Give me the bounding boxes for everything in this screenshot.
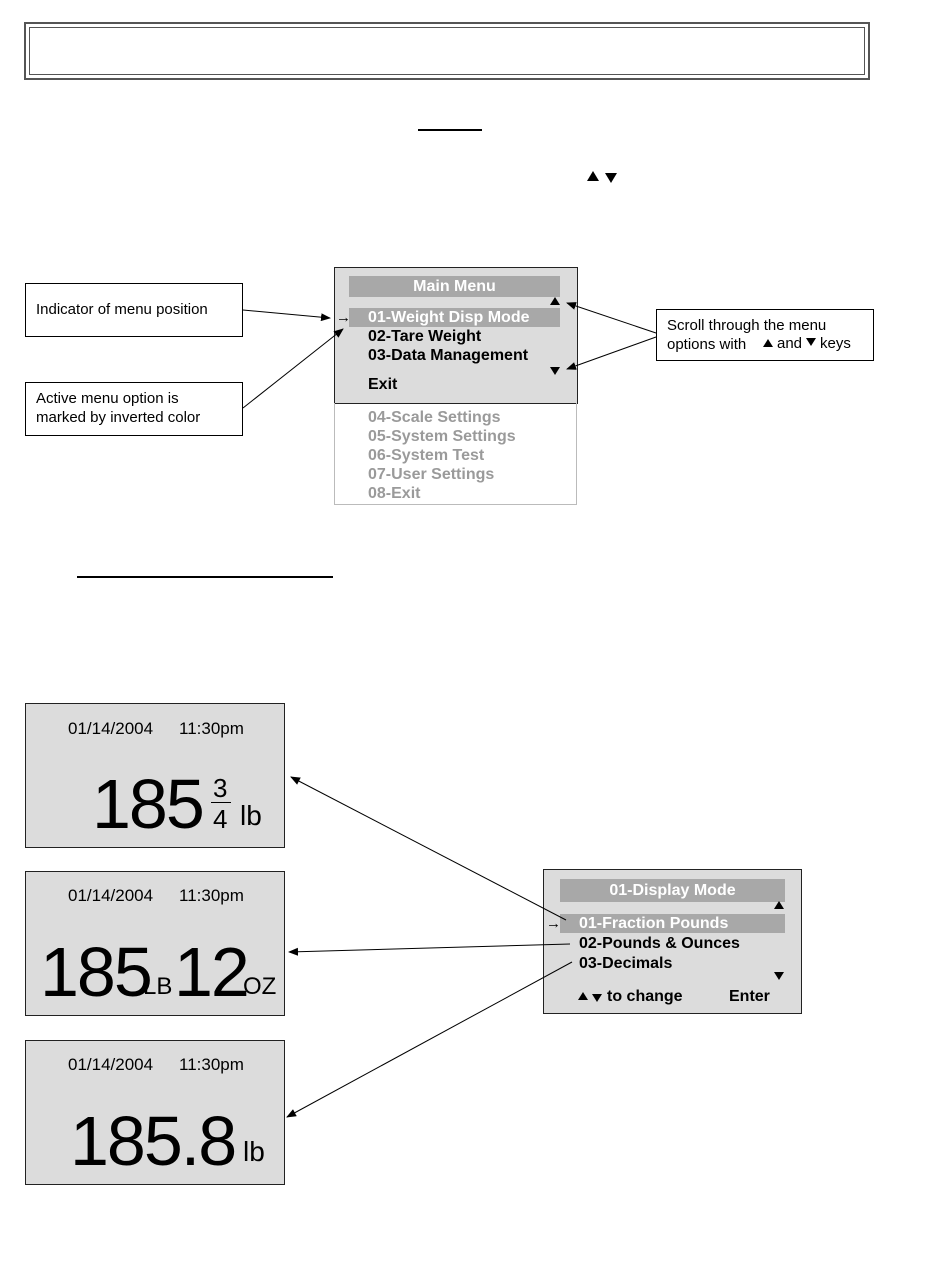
fraction-numerator: 3 — [213, 773, 228, 803]
display-date: 01/14/2004 — [68, 886, 154, 905]
down-triangle-icon — [592, 994, 602, 1002]
change-hint: to change — [607, 988, 683, 1005]
down-triangle-icon — [605, 173, 617, 183]
display-mode-selected[interactable]: 01-Fraction Pounds — [560, 914, 785, 933]
right-arrow-icon: → — [336, 309, 351, 326]
callout-scroll-and: and — [777, 335, 803, 352]
display-time: 11:30pm — [179, 886, 244, 905]
arrow-pounds-ounces — [288, 943, 571, 956]
header-frame-inner — [29, 27, 865, 75]
display-mode-item[interactable]: 02-Pounds & Ounces — [579, 935, 740, 952]
up-triangle-icon — [578, 992, 588, 1000]
hidden-menu-item: 04-Scale Settings — [368, 409, 501, 426]
weight-pounds: 185 — [40, 933, 153, 1011]
scroll-up-icon[interactable] — [550, 297, 560, 305]
weight-ounces: 12 — [174, 933, 250, 1011]
weight-decimal: 185.8 — [70, 1102, 237, 1180]
hidden-menu-item: 05-System Settings — [368, 428, 516, 445]
callout-active-text: Active menu option is marked by inverted… — [36, 390, 201, 426]
main-menu-title: Main Menu — [349, 276, 560, 297]
arrow-scroll-down — [566, 336, 657, 370]
callout-scroll-text: Scroll through the menu options with — [667, 317, 827, 353]
callout-indicator-text: Indicator of menu position — [36, 301, 208, 318]
hidden-menu-item: 08-Exit — [368, 485, 421, 502]
callout-scroll-keys: keys — [820, 335, 851, 352]
enter-button[interactable]: Enter — [729, 988, 770, 1005]
ounces-unit: OZ — [243, 973, 277, 1000]
display-time: 11:30pm — [179, 719, 244, 738]
main-menu-item[interactable]: 03-Data Management — [368, 347, 529, 364]
display-date: 01/14/2004 — [68, 719, 154, 738]
display-date: 01/14/2004 — [68, 1055, 154, 1074]
display-time: 11:30pm — [179, 1055, 244, 1074]
callout-scroll-line1: Scroll through the menu options with — [667, 316, 863, 354]
arrow-decimal — [286, 961, 573, 1118]
scroll-up-icon[interactable] — [774, 901, 784, 909]
main-menu-item[interactable]: 02-Tare Weight — [368, 328, 482, 345]
pounds-unit: LB — [143, 973, 173, 1000]
fraction-denominator: 4 — [213, 804, 228, 834]
callout-scroll: Scroll through the menu options with — [656, 309, 874, 361]
main-menu-exit[interactable]: Exit — [368, 376, 398, 393]
display-mode-item[interactable]: 03-Decimals — [579, 955, 673, 972]
weight-unit: lb — [240, 800, 262, 831]
scroll-down-icon[interactable] — [774, 972, 784, 980]
arrow-fraction — [290, 776, 567, 921]
main-menu-selected-item[interactable]: 01-Weight Disp Mode — [349, 308, 560, 327]
main-menu-hidden-area — [334, 403, 577, 505]
scroll-down-icon[interactable] — [550, 367, 560, 375]
arrow-indicator — [242, 309, 331, 322]
display-decimal — [25, 1040, 285, 1185]
title-underline — [418, 129, 482, 131]
callout-active-option: Active menu option is marked by inverted… — [25, 382, 243, 436]
up-triangle-icon — [763, 339, 773, 347]
weight-whole: 185 — [92, 765, 205, 843]
fraction-bar — [211, 802, 231, 803]
arrow-active-option — [242, 328, 344, 409]
section-underline — [77, 576, 333, 578]
display-fraction-pounds — [25, 703, 285, 848]
display-pounds-ounces — [25, 871, 285, 1016]
decimal-unit: lb — [243, 1136, 265, 1167]
down-triangle-icon — [806, 338, 817, 346]
hidden-menu-item: 07-User Settings — [368, 466, 495, 483]
header-frame — [24, 22, 870, 80]
callout-indicator: Indicator of menu position — [25, 283, 243, 337]
display-mode-title: 01-Display Mode — [560, 879, 785, 902]
up-triangle-icon — [587, 171, 599, 181]
hidden-menu-item: 06-System Test — [368, 447, 485, 464]
arrow-scroll-up — [566, 302, 657, 334]
right-arrow-icon: → — [546, 915, 561, 932]
